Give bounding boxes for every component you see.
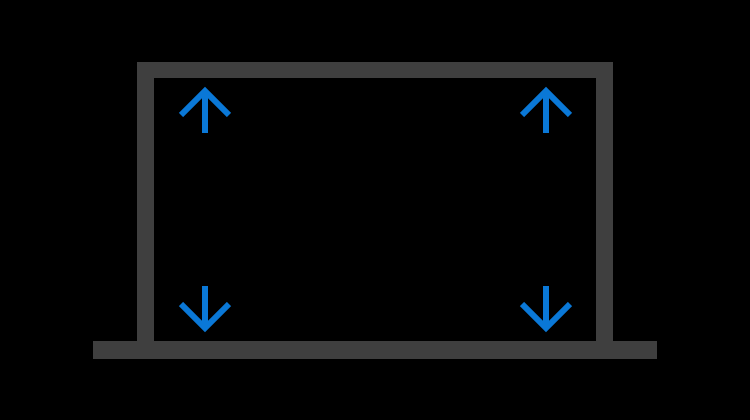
arrow-down-icon: [519, 286, 573, 333]
screen-frame-top: [137, 62, 613, 78]
arrow-down-icon: [178, 286, 232, 333]
laptop-base: [93, 341, 657, 359]
arrow-up-icon: [178, 86, 232, 133]
screen-frame-left: [137, 62, 154, 352]
arrow-up-icon: [519, 86, 573, 133]
laptop-screen-frame: [137, 62, 613, 352]
screen-frame-right: [596, 62, 613, 352]
